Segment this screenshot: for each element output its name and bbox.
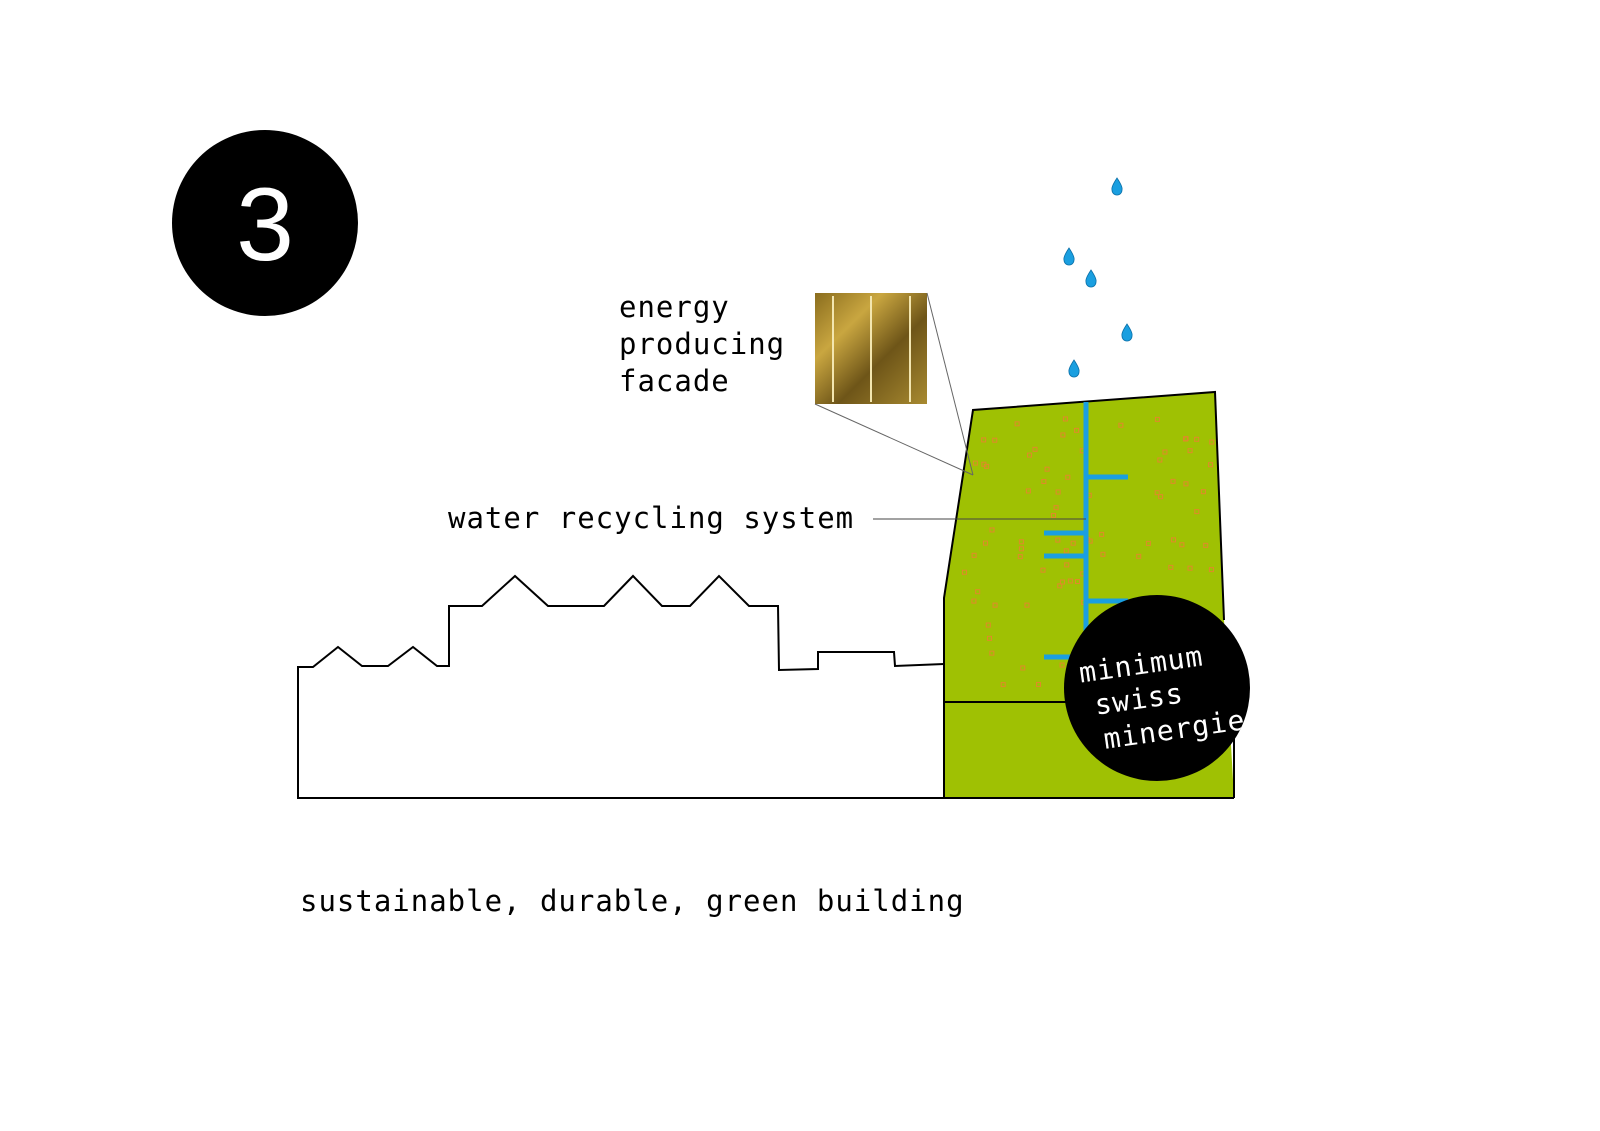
facade-dot <box>989 527 995 533</box>
facade-dot <box>1179 542 1185 548</box>
facade-dot <box>1055 537 1061 543</box>
facade-dot <box>1035 681 1041 687</box>
facade-dot <box>1183 436 1189 442</box>
facade-dot <box>1014 421 1020 427</box>
facade-dot <box>1183 481 1189 487</box>
facade-dot <box>981 461 987 467</box>
facade-dot <box>1170 537 1176 543</box>
facade-dot <box>1067 578 1073 584</box>
facade-dot <box>1018 539 1024 545</box>
facade-dot <box>1065 474 1071 480</box>
rain-drop-icon <box>1063 247 1075 266</box>
facade-dot <box>1057 583 1063 589</box>
facade-dot <box>1051 512 1057 518</box>
facade-dot <box>1024 602 1030 608</box>
facade-dot <box>1187 448 1193 454</box>
facade-dot <box>987 635 993 641</box>
facade-dot <box>1020 665 1026 671</box>
facade-dot <box>961 569 967 575</box>
water-recycling-label: water recycling system <box>448 501 854 535</box>
step-number-badge: 3 <box>172 130 358 316</box>
facade-dot <box>1194 509 1200 515</box>
facade-dot <box>982 540 988 546</box>
facade-dot <box>1074 427 1080 433</box>
facade-dot <box>1074 578 1080 584</box>
rain-drop-icon <box>1121 323 1133 342</box>
facade-dot <box>1055 489 1061 495</box>
rain-drop-icon <box>1111 177 1123 196</box>
facade-dot <box>971 598 977 604</box>
caption: sustainable, durable, green building <box>300 884 965 918</box>
facade-dot <box>1053 505 1059 511</box>
facade-dot <box>1168 564 1174 570</box>
facade-dot <box>1100 551 1106 557</box>
facade-dot <box>1157 457 1163 463</box>
energy-facade-label: energy producing facade <box>619 290 804 398</box>
facade-dot <box>1064 562 1070 568</box>
facade-dot <box>992 437 998 443</box>
facade-dot <box>1017 554 1023 560</box>
facade-dot <box>1032 446 1038 452</box>
facade-dot <box>975 589 981 595</box>
facade-dot <box>989 650 995 656</box>
facade-dot <box>1118 422 1124 428</box>
facade-dot <box>972 460 978 466</box>
facade-dot <box>1145 540 1151 546</box>
facade-dot <box>1044 466 1050 472</box>
facade-dot <box>1162 449 1168 455</box>
rain-drop-icon <box>1068 359 1080 378</box>
facade-dot <box>971 552 977 558</box>
facade-dot <box>1099 531 1105 537</box>
facade-dot <box>1154 416 1160 422</box>
facade-dot <box>1070 540 1076 546</box>
facade-dot <box>1209 439 1215 445</box>
solar-panel-image <box>814 292 974 476</box>
facade-dot <box>1060 432 1066 438</box>
facade-dot <box>1136 553 1142 559</box>
facade-dot <box>1000 682 1006 688</box>
facade-dot <box>1025 488 1031 494</box>
facade-dot <box>1027 452 1033 458</box>
facade-dot <box>1059 662 1065 668</box>
facade-dot <box>1194 436 1200 442</box>
facade-dot <box>1040 567 1046 573</box>
facade-dot <box>1200 489 1206 495</box>
facade-dot <box>985 622 991 628</box>
facade-dot <box>1063 548 1069 554</box>
minergie-badge: minimum swiss minergie <box>1064 595 1250 781</box>
facade-dot <box>1203 542 1209 548</box>
facade-dot <box>1208 567 1214 573</box>
rain-drop-icon <box>1085 269 1097 288</box>
facade-dot <box>1208 462 1214 468</box>
neighbor-buildings-outline <box>297 574 945 799</box>
facade-dot <box>981 437 987 443</box>
facade-dot <box>1018 546 1024 552</box>
facade-dot <box>1170 478 1176 484</box>
facade-dot <box>1062 416 1068 422</box>
step-number: 3 <box>236 167 294 283</box>
facade-dot <box>1187 565 1193 571</box>
facade-dot <box>1041 478 1047 484</box>
facade-dot <box>1154 490 1160 496</box>
facade-dot <box>992 602 998 608</box>
rain-drops <box>1063 177 1133 378</box>
facade-dots <box>961 416 1215 688</box>
facade-dot <box>1158 494 1164 500</box>
facade-dot <box>1059 579 1065 585</box>
